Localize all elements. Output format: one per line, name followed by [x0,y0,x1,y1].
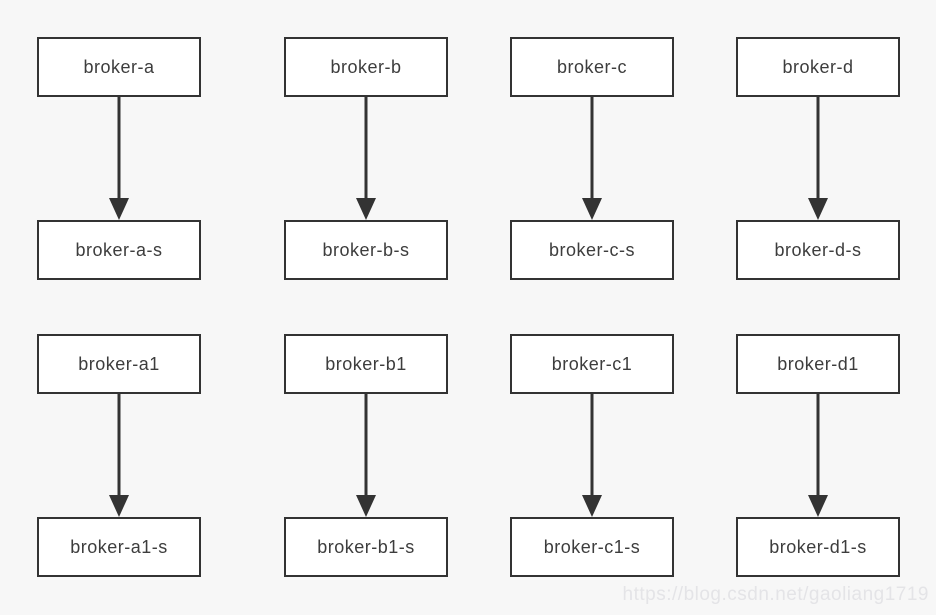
slave-node-box: broker-b-s [284,220,448,280]
broker-pair: broker-a1 broker-a1-s [37,334,201,577]
broker-pair: broker-c1 broker-c1-s [510,334,674,577]
arrowhead-down-icon [109,198,129,220]
master-to-slave-arrow [581,97,603,220]
master-node-box: broker-d1 [736,334,900,394]
master-node-box: broker-d [736,37,900,97]
master-node-box: broker-a1 [37,334,201,394]
arrowhead-down-icon [808,198,828,220]
slave-node-box: broker-d-s [736,220,900,280]
arrowhead-down-icon [582,198,602,220]
broker-pair: broker-d1 broker-d1-s [736,334,900,577]
arrow-line [117,97,121,199]
broker-pair: broker-d broker-d-s [736,37,900,280]
arrow-line [590,394,594,496]
arrowhead-down-icon [582,495,602,517]
broker-pair: broker-b broker-b-s [284,37,448,280]
broker-pair: broker-b1 broker-b1-s [284,334,448,577]
arrowhead-down-icon [356,495,376,517]
arrow-line [364,97,368,199]
arrow-line [364,394,368,496]
slave-node-box: broker-a1-s [37,517,201,577]
slave-node-box: broker-b1-s [284,517,448,577]
arrow-line [816,97,820,199]
master-to-slave-arrow [581,394,603,517]
slave-node-box: broker-c-s [510,220,674,280]
master-to-slave-arrow [807,394,829,517]
master-node-box: broker-a [37,37,201,97]
slave-node-box: broker-a-s [37,220,201,280]
master-node-box: broker-c1 [510,334,674,394]
watermark: https://blog.csdn.net/gaoliang1719 [622,584,929,605]
arrow-line [590,97,594,199]
arrowhead-down-icon [109,495,129,517]
slave-node-box: broker-c1-s [510,517,674,577]
arrow-line [117,394,121,496]
broker-pair: broker-a broker-a-s [37,37,201,280]
arrow-line [816,394,820,496]
master-to-slave-arrow [355,97,377,220]
master-to-slave-arrow [355,394,377,517]
master-to-slave-arrow [108,97,130,220]
master-to-slave-arrow [807,97,829,220]
broker-pair: broker-c broker-c-s [510,37,674,280]
slave-node-box: broker-d1-s [736,517,900,577]
master-to-slave-arrow [108,394,130,517]
master-node-box: broker-c [510,37,674,97]
arrowhead-down-icon [808,495,828,517]
master-node-box: broker-b [284,37,448,97]
arrowhead-down-icon [356,198,376,220]
master-node-box: broker-b1 [284,334,448,394]
